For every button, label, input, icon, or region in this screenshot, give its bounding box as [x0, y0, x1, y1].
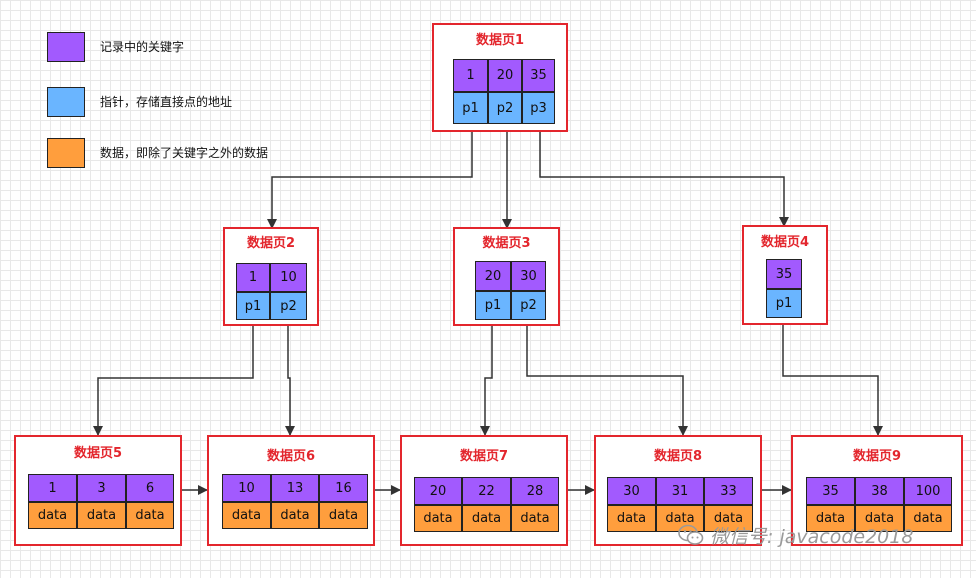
data-cell: data [462, 505, 511, 532]
key-cell: 35 [806, 477, 855, 505]
pointer-cell: p1 [766, 289, 802, 318]
data-cell: data [806, 505, 855, 532]
edge-page3-p2-to-page8 [526, 317, 688, 436]
page-title: 数据页7 [459, 449, 509, 464]
key-cell: 30 [511, 261, 546, 291]
key-cell: 10 [270, 263, 307, 292]
key-cell: 16 [319, 474, 368, 502]
page-title: 数据页1 [475, 33, 525, 48]
page-title: 数据页9 [852, 449, 902, 464]
data-cell: data [704, 505, 753, 532]
data-page-3: 数据页3 20 30 p1 p2 [453, 227, 560, 326]
data-cell: data [319, 502, 368, 529]
key-cell: 28 [511, 477, 559, 505]
data-page-7: 数据页7 20 22 28 data data data [400, 435, 568, 546]
edge-page4-p1-to-page9 [782, 317, 883, 436]
data-page-5: 数据页5 1 3 6 data data data [14, 435, 182, 546]
watermark: 微信号: javacode2018 [678, 520, 913, 550]
pointer-cell: p1 [453, 92, 488, 124]
data-cell: data [28, 502, 77, 529]
edge-page3-p1-to-page7 [480, 317, 493, 436]
key-cell: 20 [414, 477, 462, 505]
key-cell: 1 [236, 263, 270, 292]
legend-label-data: 数据，即除了关键字之外的数据 [100, 146, 269, 160]
key-cell: 100 [904, 477, 952, 505]
key-cell: 1 [28, 474, 77, 502]
pointer-cell: p2 [488, 92, 522, 124]
data-page-6: 数据页6 10 13 16 data data data [207, 435, 375, 546]
edge-page2-p2-to-page6 [285, 317, 295, 436]
key-cell: 35 [766, 259, 802, 289]
data-page-9: 数据页9 35 38 100 data data data [791, 435, 963, 546]
key-cell: 20 [475, 261, 511, 291]
data-cell: data [656, 505, 704, 532]
page-title: 数据页8 [653, 449, 703, 464]
data-cell: data [77, 502, 126, 529]
data-cell: data [607, 505, 656, 532]
legend-swatch-data [47, 138, 85, 168]
key-cell: 38 [855, 477, 904, 505]
legend-label-key: 记录中的关键字 [100, 40, 185, 54]
page-title: 数据页2 [246, 236, 296, 251]
legend-label-pointer: 指针，存储直接点的地址 [100, 95, 233, 109]
page-title: 数据页6 [266, 449, 316, 464]
data-page-8: 数据页8 30 31 33 data data data [594, 435, 762, 546]
pointer-cell: p3 [522, 92, 555, 124]
key-cell: 3 [77, 474, 126, 502]
key-cell: 20 [488, 59, 522, 92]
legend-swatch-key [47, 32, 85, 62]
page-title: 数据页4 [760, 235, 810, 250]
watermark-text: 微信号: javacode2018 [710, 525, 914, 548]
pointer-cell: p1 [236, 292, 270, 320]
key-cell: 22 [462, 477, 511, 505]
data-cell: data [855, 505, 904, 532]
data-page-4: 数据页4 35 p1 [742, 225, 828, 325]
pointer-cell: p2 [270, 292, 307, 320]
data-page-2: 数据页2 1 10 p1 p2 [223, 227, 319, 326]
data-cell: data [222, 502, 271, 529]
data-cell: data [126, 502, 174, 529]
legend-swatch-pointer [47, 87, 85, 117]
pointer-cell: p2 [511, 291, 546, 320]
key-cell: 35 [522, 59, 555, 92]
data-cell: data [511, 505, 559, 532]
pointer-cell: p1 [475, 291, 511, 320]
page-title: 数据页5 [73, 446, 123, 461]
edge-page1-p3-to-page4 [539, 125, 789, 227]
key-cell: 30 [607, 477, 656, 505]
edge-page2-p1-to-page5 [93, 317, 254, 436]
data-cell: data [904, 505, 952, 532]
data-page-1: 数据页1 1 20 35 p1 p2 p3 [432, 23, 568, 132]
data-cell: data [414, 505, 462, 532]
key-cell: 31 [656, 477, 704, 505]
key-cell: 33 [704, 477, 753, 505]
key-cell: 6 [126, 474, 174, 502]
key-cell: 1 [453, 59, 488, 92]
edge-page1-p1-to-page2 [267, 125, 473, 229]
page-title: 数据页3 [482, 236, 531, 251]
key-cell: 10 [222, 474, 271, 502]
data-cell: data [271, 502, 319, 529]
wechat-icon [678, 524, 704, 545]
key-cell: 13 [271, 474, 319, 502]
